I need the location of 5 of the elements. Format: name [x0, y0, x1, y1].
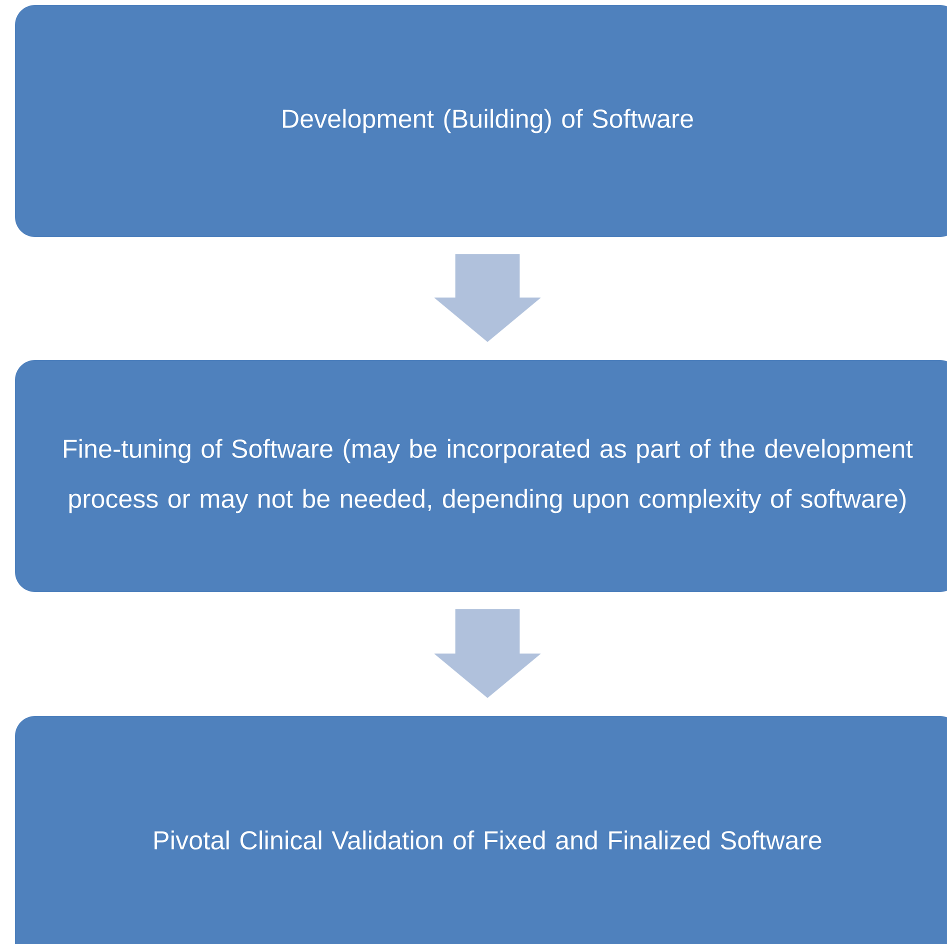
process-box: Development (Building) of Software [15, 5, 947, 237]
block-arrow [434, 254, 541, 342]
process-box: Pivotal Clinical Validation of Fixed and Finalized Software [15, 716, 947, 944]
block-arrow [434, 609, 541, 698]
process-box: Fine-tuning of Software (may be incorporated as part of the development process or may not be needed, depending upon complexity of software) [15, 360, 947, 592]
